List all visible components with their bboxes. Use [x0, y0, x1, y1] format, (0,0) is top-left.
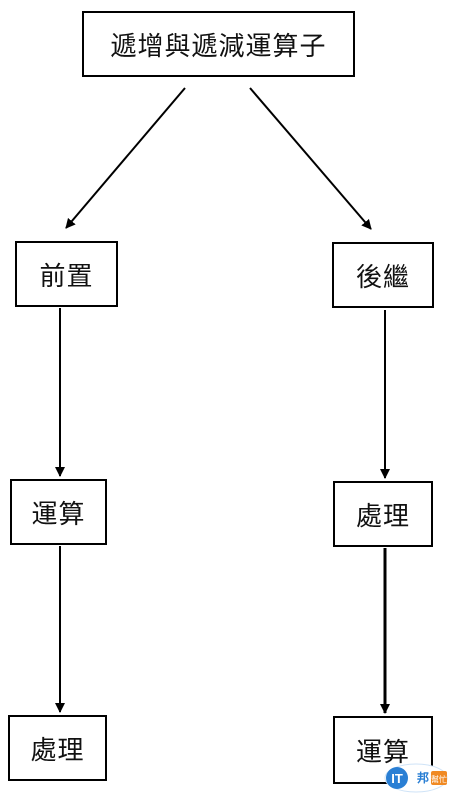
prefix-operation-node: 運算 — [10, 479, 107, 545]
root-node-label: 遞增與遞減運算子 — [110, 31, 327, 62]
prefix-process-node: 處理 — [8, 715, 107, 781]
postfix-process-label: 處理 — [355, 501, 410, 532]
postfix-node: 後繼 — [332, 242, 434, 308]
prefix-node: 前置 — [15, 241, 118, 307]
postfix-node-label: 後繼 — [355, 262, 410, 293]
postfix-operation-node: 運算 — [333, 716, 433, 784]
prefix-operation-label: 運算 — [31, 499, 86, 530]
ithome-watermark-logo: IT 邦 幫忙 — [384, 763, 448, 793]
postfix-operation-label: 運算 — [355, 737, 410, 768]
arrow-root-to-prefix — [65, 87, 186, 229]
svg-text:IT: IT — [391, 771, 403, 786]
postfix-process-node: 處理 — [333, 481, 433, 547]
prefix-process-label: 處理 — [30, 735, 85, 766]
svg-text:邦: 邦 — [417, 770, 429, 785]
prefix-node-label: 前置 — [39, 261, 94, 292]
root-node: 遞增與遞減運算子 — [82, 11, 355, 77]
arrow-root-to-postfix — [249, 87, 372, 230]
svg-text:幫忙: 幫忙 — [431, 774, 447, 784]
